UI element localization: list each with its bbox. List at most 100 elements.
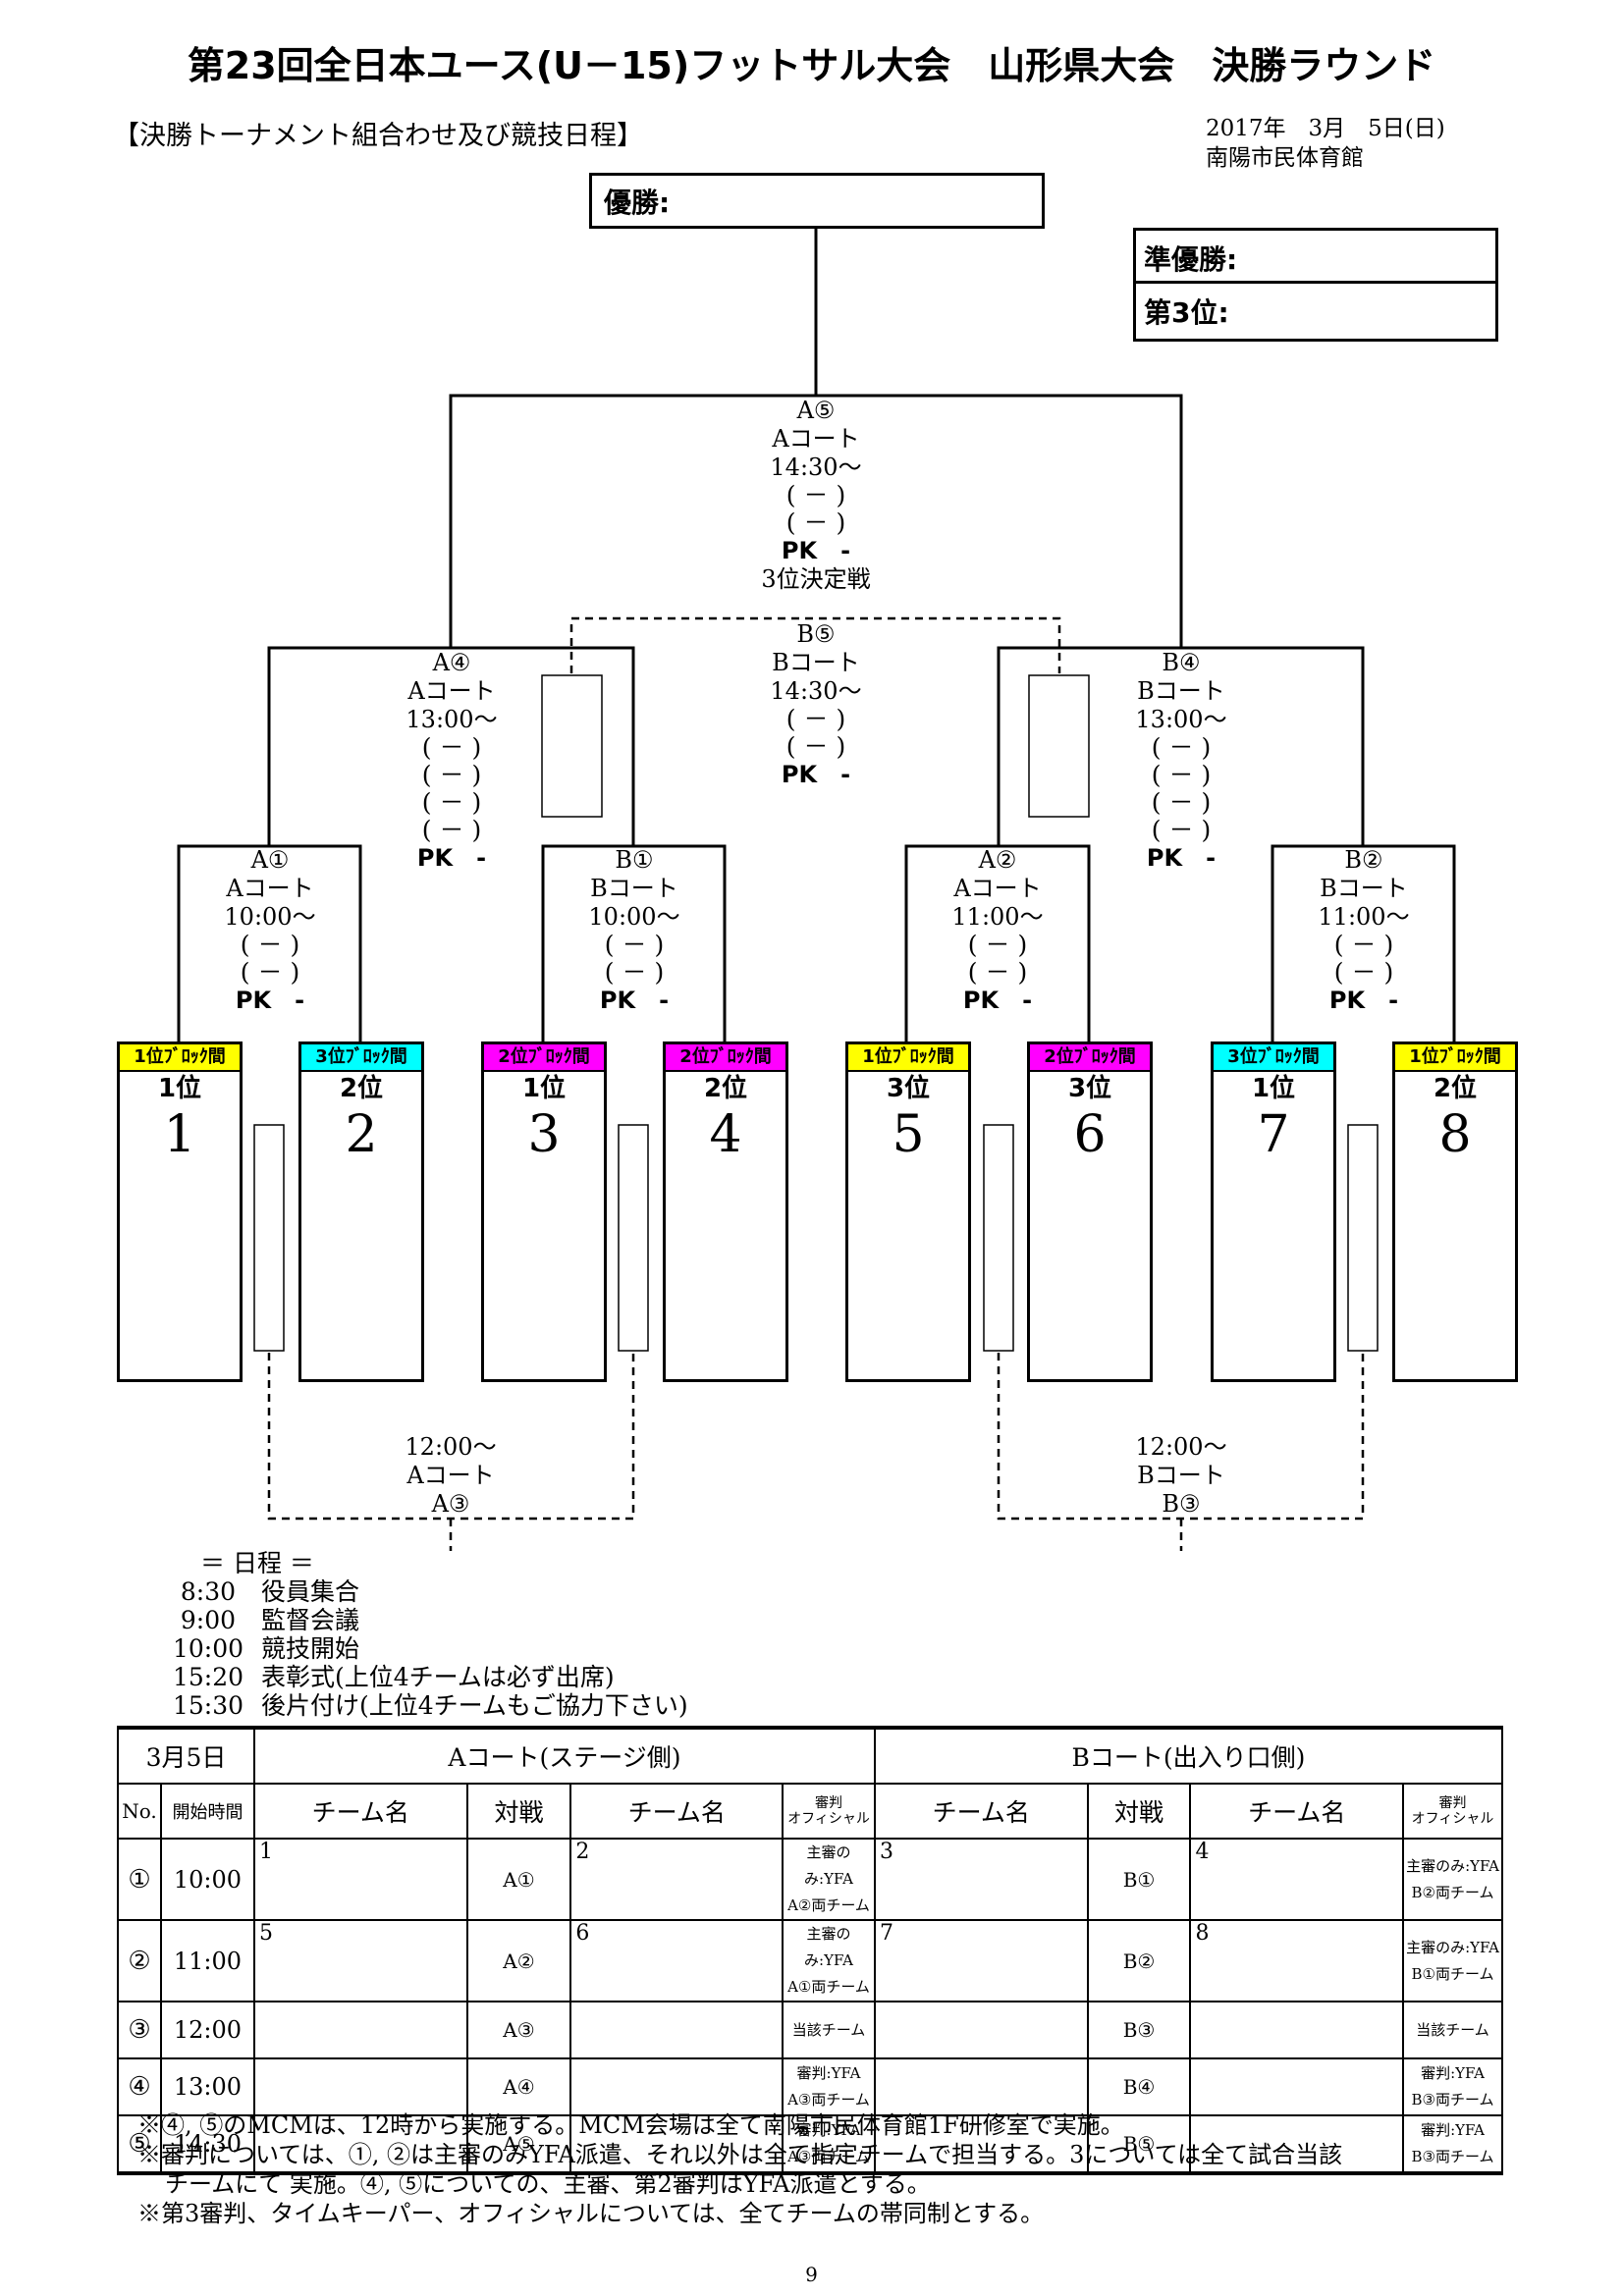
semi-b-score: ( － ) xyxy=(1151,733,1212,762)
row-no: ⑤ xyxy=(117,2114,162,2174)
row-b-team2: 8 xyxy=(1189,1919,1405,2002)
note-2: ※審判については、①, ②は主審のみYFA派遣、それ以外は全て指定チームで担当す… xyxy=(137,2141,1343,2168)
cons-b-time: 12:00～ xyxy=(1135,1433,1227,1461)
qf-b2-score: ( － ) xyxy=(1333,931,1394,959)
semi-b-score-3: ( － ) xyxy=(1151,788,1212,817)
semi-b-id: B④ xyxy=(1162,649,1201,676)
row-a-team2 xyxy=(569,2001,784,2059)
third-place-caption: 3位決定戦 xyxy=(761,565,871,593)
row-b-vs: B① xyxy=(1086,1838,1192,1921)
slot-number: 2 xyxy=(345,1105,378,1164)
row-b-vs: B③ xyxy=(1086,2001,1192,2059)
semi-a-time: 13:00～ xyxy=(406,706,498,733)
third-label: 第3位: xyxy=(1144,296,1229,329)
table-day: 3月5日 xyxy=(117,1727,255,1785)
runner-up-label: 準優勝: xyxy=(1136,231,1495,284)
consolation-a-label: 12:00～ Aコート A③ xyxy=(352,1433,549,1519)
third-pk: PK - xyxy=(781,761,851,788)
row-time: 14:30 xyxy=(159,2114,255,2174)
match-schedule-table: 3月5日 Aコート(ステージ側) Bコート(出入り口側) No. 開始時間 チー… xyxy=(117,1726,1504,2175)
final-pk: PK - xyxy=(781,537,851,564)
row-b-team1 xyxy=(873,2114,1089,2174)
th-ref: 審判オフィシャル xyxy=(782,1783,876,1840)
row-b-team1: 7 xyxy=(873,1919,1089,2002)
slot-block-label: 2位ﾌﾞﾛｯｸ間 xyxy=(1030,1044,1150,1072)
row-no: ① xyxy=(117,1838,162,1921)
winner-box: 優勝: xyxy=(589,173,1045,229)
third-court: Bコート xyxy=(772,649,860,676)
row-time: 10:00 xyxy=(159,1838,255,1921)
row-no: ③ xyxy=(117,2001,162,2059)
th-team: チーム名 xyxy=(873,1783,1089,1840)
qf-b1-pk: PK - xyxy=(599,987,670,1014)
slot-rank: 1位 xyxy=(1251,1074,1296,1103)
third-time: 14:30～ xyxy=(770,677,862,705)
row-b-team2: 4 xyxy=(1189,1838,1405,1921)
th-team: チーム名 xyxy=(252,1783,468,1840)
cons-a-time: 12:00～ xyxy=(405,1433,497,1461)
semi-a-label: A④ Aコート 13:00～ ( － ) ( － ) ( － ) ( － ) P… xyxy=(353,649,550,873)
qf-a1-score: ( － ) xyxy=(240,931,300,959)
qf-a2-id: A② xyxy=(978,846,1017,874)
th-vs: 対戦 xyxy=(1086,1783,1192,1840)
final-match-label: A⑤ Aコート 14:30～ ( － ) ( － ) PK - 3位決定戦 xyxy=(718,397,914,594)
row-a-team2: 2 xyxy=(569,1838,784,1921)
qf-a2-score: ( － ) xyxy=(967,931,1028,959)
qf-a1-score-2: ( － ) xyxy=(240,958,300,987)
row-a-team1 xyxy=(252,2057,468,2116)
quarter-a1-label: A① Aコート 10:00～ ( － ) ( － ) PK - xyxy=(172,846,368,1015)
semi-b-pk: PK - xyxy=(1146,844,1217,872)
th-ref: 審判オフィシャル xyxy=(1402,1783,1503,1840)
qf-b2-court: Bコート xyxy=(1320,875,1408,902)
qf-b2-score-2: ( － ) xyxy=(1333,958,1394,987)
quarter-b1-label: B① Bコート 10:00～ ( － ) ( － ) PK - xyxy=(536,846,732,1015)
semi-b-label: B④ Bコート 13:00～ ( － ) ( － ) ( － ) ( － ) P… xyxy=(1083,649,1279,873)
qf-a1-court: Aコート xyxy=(226,875,314,902)
qf-a1-id: A① xyxy=(250,846,290,874)
third-score: ( － ) xyxy=(785,705,846,733)
row-b-team1 xyxy=(873,2057,1089,2116)
note-1: ※④, ⑤のMCMは、12時から実施する。MCM会場は全て南陽市民体育館1F研修… xyxy=(137,2111,1124,2139)
event-venue: 南陽市民体育館 xyxy=(1206,145,1364,171)
semi-a-score: ( － ) xyxy=(421,733,482,762)
row-a-team2: 6 xyxy=(569,1919,784,2002)
cons-b-court: Bコート xyxy=(1137,1462,1225,1489)
row-b-team2 xyxy=(1189,2001,1405,2059)
row-a-vs: A② xyxy=(465,1919,572,2002)
row-a-team2 xyxy=(569,2114,784,2174)
slot-number: 4 xyxy=(709,1105,742,1164)
row-a-team1: 5 xyxy=(252,1919,468,2002)
slot-number: 1 xyxy=(163,1105,196,1164)
note-3: ※第3審判、タイムキーパー、オフィシャルについては、全てチームの帯同制とする。 xyxy=(137,2200,1045,2227)
cons-a-id: A③ xyxy=(431,1490,470,1518)
qf-b2-time: 11:00～ xyxy=(1318,903,1410,931)
row-a-vs: A① xyxy=(465,1838,572,1921)
slot-rank: 1位 xyxy=(521,1074,567,1103)
cons-b-id: B③ xyxy=(1162,1490,1201,1518)
table-court-a: Aコート(ステージ側) xyxy=(252,1727,876,1785)
slot-rank: 2位 xyxy=(703,1074,748,1103)
final-time: 14:30～ xyxy=(770,454,862,481)
qf-b2-id: B② xyxy=(1344,846,1383,874)
row-b-team2 xyxy=(1189,2114,1405,2174)
qf-a2-time: 11:00～ xyxy=(951,903,1044,931)
page-title: 第23回全日本ユース(U－15)フットサル大会 山形県大会 決勝ラウンド xyxy=(187,44,1436,87)
th-team: チーム名 xyxy=(569,1783,784,1840)
event-date: 2017年 3月 5日(日) xyxy=(1206,116,1445,141)
final-score: ( － ) xyxy=(785,481,846,509)
row-no: ④ xyxy=(117,2057,162,2116)
qf-b1-id: B① xyxy=(615,846,654,874)
